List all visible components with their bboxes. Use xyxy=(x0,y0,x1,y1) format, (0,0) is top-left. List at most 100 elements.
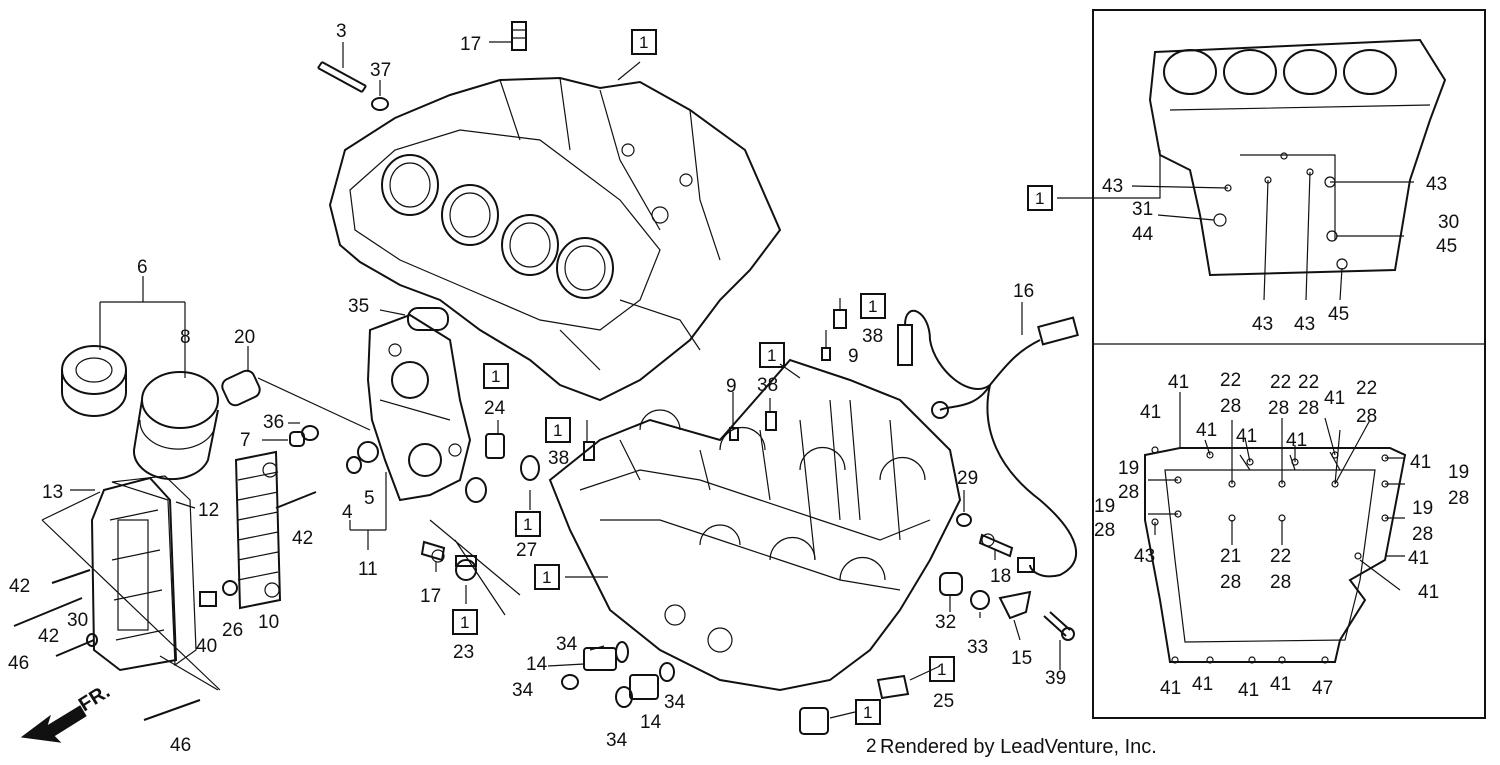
dowel-pin xyxy=(765,411,777,431)
boxed-callout: 1 xyxy=(860,293,886,319)
sensor-harness xyxy=(897,309,1079,578)
callout: 42 xyxy=(292,528,313,549)
svg-text:1: 1 xyxy=(639,33,648,52)
callout: 42 xyxy=(38,626,59,647)
bolt xyxy=(13,597,83,627)
oil-jet-lower xyxy=(615,662,675,708)
callout: 24 xyxy=(484,398,506,419)
gasket-ring xyxy=(407,307,449,331)
callout: 23 xyxy=(453,642,474,663)
callout: 29 xyxy=(957,468,978,489)
boxed-callouts: 1 1 1 1 1 1 1 1 1 1 1 xyxy=(452,29,1053,725)
callout: 28 xyxy=(1118,482,1139,503)
boxed-callout: 1 xyxy=(534,564,560,590)
callout: 28 xyxy=(1268,398,1289,419)
leader-lines xyxy=(41,41,1161,719)
boxed-callout: 1 xyxy=(545,417,571,443)
callout: 34 xyxy=(512,680,534,701)
dowel-pin xyxy=(583,441,595,461)
callout: 43 xyxy=(1426,174,1447,195)
callout: 6 xyxy=(137,257,148,278)
collar xyxy=(346,456,362,474)
upper-crankcase xyxy=(328,76,782,402)
callout: 7 xyxy=(240,430,251,451)
callout: 31 xyxy=(1132,199,1153,220)
callout: 5 xyxy=(364,488,375,509)
callout: 41 xyxy=(1238,680,1259,701)
dowel-pin xyxy=(729,427,739,441)
callout: 46 xyxy=(8,653,29,674)
svg-text:1: 1 xyxy=(491,367,500,386)
svg-text:1: 1 xyxy=(863,703,872,722)
callout: 45 xyxy=(1436,236,1457,257)
collar xyxy=(289,431,305,447)
callout: 3 xyxy=(336,21,347,42)
callout: 22 xyxy=(1270,372,1291,393)
callout: 22 xyxy=(1356,378,1377,399)
callout: 13 xyxy=(42,482,63,503)
bolt xyxy=(275,491,317,509)
dowel-pin xyxy=(821,347,831,361)
svg-text:1: 1 xyxy=(767,346,776,365)
detail-inset-frame xyxy=(1092,9,1486,719)
bolt xyxy=(51,569,91,584)
inset-leader-lines xyxy=(1131,171,1414,591)
credit-text: Rendered by LeadVenture, Inc. xyxy=(880,736,1157,758)
callout: 46 xyxy=(170,735,191,756)
svg-text:1: 1 xyxy=(460,613,469,632)
boxed-callout: 1 xyxy=(1027,185,1053,211)
callout: 41 xyxy=(1160,678,1181,699)
callout: 43 xyxy=(1102,176,1123,197)
callout: 34 xyxy=(606,730,628,751)
callout: 42 xyxy=(9,576,30,597)
callout: 33 xyxy=(967,637,988,658)
boxed-callout: 1 xyxy=(759,342,785,368)
callout: 30 xyxy=(1438,212,1459,233)
svg-text:1: 1 xyxy=(542,568,551,587)
callout: 44 xyxy=(1132,224,1154,245)
boxed-callout: 1 xyxy=(929,656,955,682)
boxed-callout: 1 xyxy=(515,511,541,537)
callout: 28 xyxy=(1356,406,1377,427)
callout: 35 xyxy=(348,296,369,317)
callout: 19 xyxy=(1118,458,1139,479)
front-direction-arrow: FR. xyxy=(20,681,114,743)
washer xyxy=(86,633,98,647)
callout: 34 xyxy=(556,634,578,655)
union-bolt xyxy=(485,433,540,481)
callout: 9 xyxy=(726,376,737,397)
callout: 19 xyxy=(1094,496,1115,517)
boxed-callout: 1 xyxy=(483,363,509,389)
oil-filter-boss xyxy=(221,369,261,407)
upper-block-detail xyxy=(1148,38,1447,277)
callout: 14 xyxy=(526,654,548,675)
callout: 41 xyxy=(1418,582,1439,603)
callout: 28 xyxy=(1448,488,1469,509)
callout: 36 xyxy=(263,412,284,433)
callout: 43 xyxy=(1252,314,1273,335)
callout: 22 xyxy=(1298,372,1319,393)
callout: 41 xyxy=(1324,388,1345,409)
callout: 41 xyxy=(1410,452,1431,473)
cap-plug xyxy=(465,477,487,503)
callout: 11 xyxy=(358,559,378,580)
oil-seal xyxy=(357,441,379,463)
boxed-callout: 1 xyxy=(855,699,881,725)
oil-pan xyxy=(90,476,178,672)
callout: 14 xyxy=(640,712,662,733)
callout: 41 xyxy=(1140,402,1161,423)
callout: 19 xyxy=(1448,462,1469,483)
callout: 26 xyxy=(222,620,243,641)
callout: 17 xyxy=(420,586,441,607)
callout: 34 xyxy=(664,692,686,713)
callout: 47 xyxy=(1312,678,1333,699)
callout: 16 xyxy=(1013,281,1034,302)
callout: 27 xyxy=(516,540,537,561)
svg-text:1: 1 xyxy=(868,297,877,316)
svg-text:1: 1 xyxy=(1035,189,1044,208)
callout: 12 xyxy=(198,500,219,521)
oil-cooler xyxy=(234,450,282,610)
callout: 41 xyxy=(1192,674,1213,695)
callout: 40 xyxy=(196,636,217,657)
callout: 41 xyxy=(1270,674,1291,695)
